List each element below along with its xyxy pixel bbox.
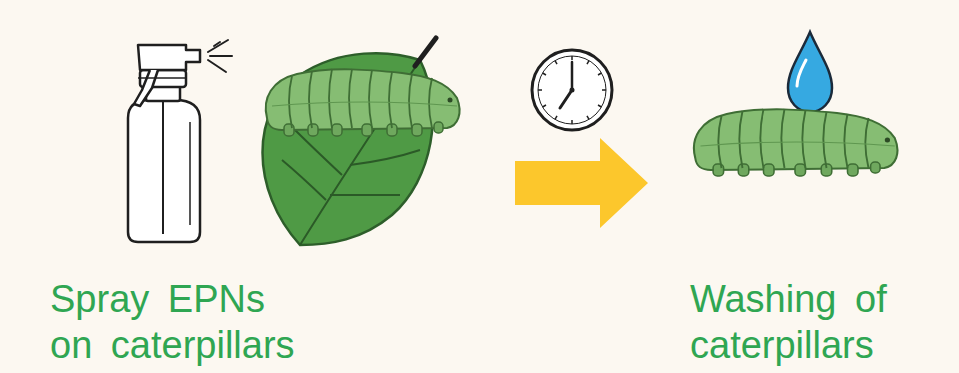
spray-mist — [214, 42, 220, 46]
step-caption: Spray EPNs on caterpillars — [50, 276, 320, 368]
clock — [538, 89, 542, 91]
process-step: Washing of caterpillars — [648, 20, 928, 368]
leaf — [350, 150, 420, 165]
clock — [543, 73, 546, 75]
spray-mist — [208, 60, 226, 72]
clock — [602, 89, 606, 91]
water-drop — [797, 60, 806, 86]
clock — [571, 120, 573, 124]
flow-arrow — [515, 138, 648, 228]
spray-mist — [210, 55, 232, 57]
process-step: Spray EPNs on caterpillars — [40, 20, 515, 368]
clock — [598, 73, 601, 75]
caterpillar — [694, 109, 898, 176]
water-drop — [788, 32, 832, 112]
clock — [555, 116, 557, 119]
caterpillar — [694, 109, 898, 176]
clock — [587, 61, 589, 64]
water-drop — [788, 32, 832, 112]
spray-bottle — [128, 100, 200, 242]
clock — [571, 56, 573, 60]
spray-bottle — [189, 122, 191, 225]
leaf — [282, 160, 326, 200]
clock — [538, 56, 606, 124]
clock — [587, 116, 589, 119]
clock — [532, 50, 612, 130]
clock — [555, 61, 557, 64]
spray-bottle — [162, 101, 164, 234]
clock — [598, 105, 601, 107]
clock — [560, 90, 572, 108]
clock — [532, 50, 612, 130]
spray-mist — [208, 40, 228, 52]
step-caption: Washing of caterpillars — [690, 276, 959, 368]
spray-bottle — [138, 45, 200, 70]
leaf — [330, 194, 400, 196]
clock — [570, 88, 575, 93]
clock — [543, 105, 546, 107]
leaf — [415, 38, 436, 66]
caterpillar — [266, 69, 460, 136]
clock — [571, 62, 574, 90]
spray-mist — [208, 40, 232, 72]
clock — [538, 56, 606, 124]
spray-bottle — [134, 70, 158, 106]
caterpillar — [266, 69, 460, 136]
spray-bottle — [138, 77, 186, 79]
spray-bottle — [128, 45, 200, 242]
